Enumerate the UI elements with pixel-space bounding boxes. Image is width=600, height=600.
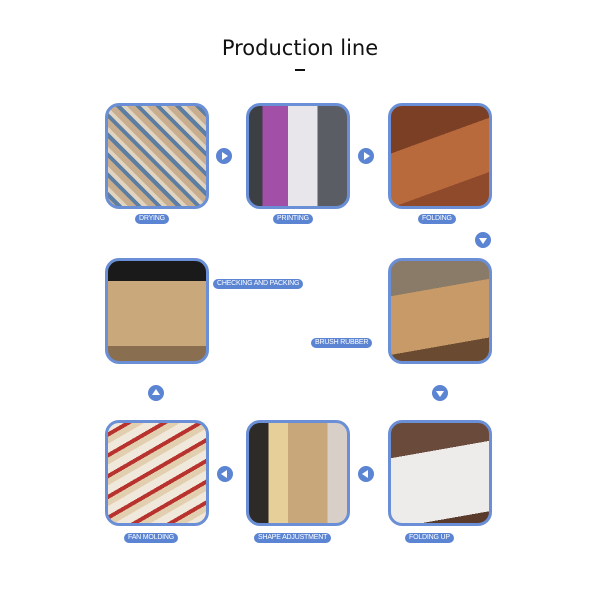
folding-up-photo [388,420,492,526]
step-label-checking-packing: CHECKING AND PACKING [213,279,304,289]
shape-adjustment-photo [246,420,350,526]
arrow-down-icon [475,232,491,248]
page-title: Production line [221,36,379,60]
drying-photo [105,103,209,209]
arrow-right-icon [358,148,374,164]
step-label-printing: PRINTING [273,214,313,224]
folding-photo [388,103,492,209]
step-label-folding-up: FOLDING UP [405,533,454,543]
title-divider [295,69,305,71]
arrow-down-icon [432,385,448,401]
checking-packing-photo [105,258,209,364]
arrow-left-icon [358,466,374,482]
step-label-drying: DRYING [135,214,169,224]
printing-photo [246,103,350,209]
brush-rubber-photo [388,258,492,364]
arrow-right-icon [216,148,232,164]
step-label-brush-rubber: BRUSH RUBBER [311,338,373,348]
arrow-up-icon [148,385,164,401]
step-label-fan-molding: FAN MOLDING [124,533,179,543]
arrow-left-icon [217,466,233,482]
step-label-folding: FOLDING [418,214,456,224]
fan-molding-photo [105,420,209,526]
step-label-shape-adjustment: SHAPE ADJUSTMENT [254,533,332,543]
